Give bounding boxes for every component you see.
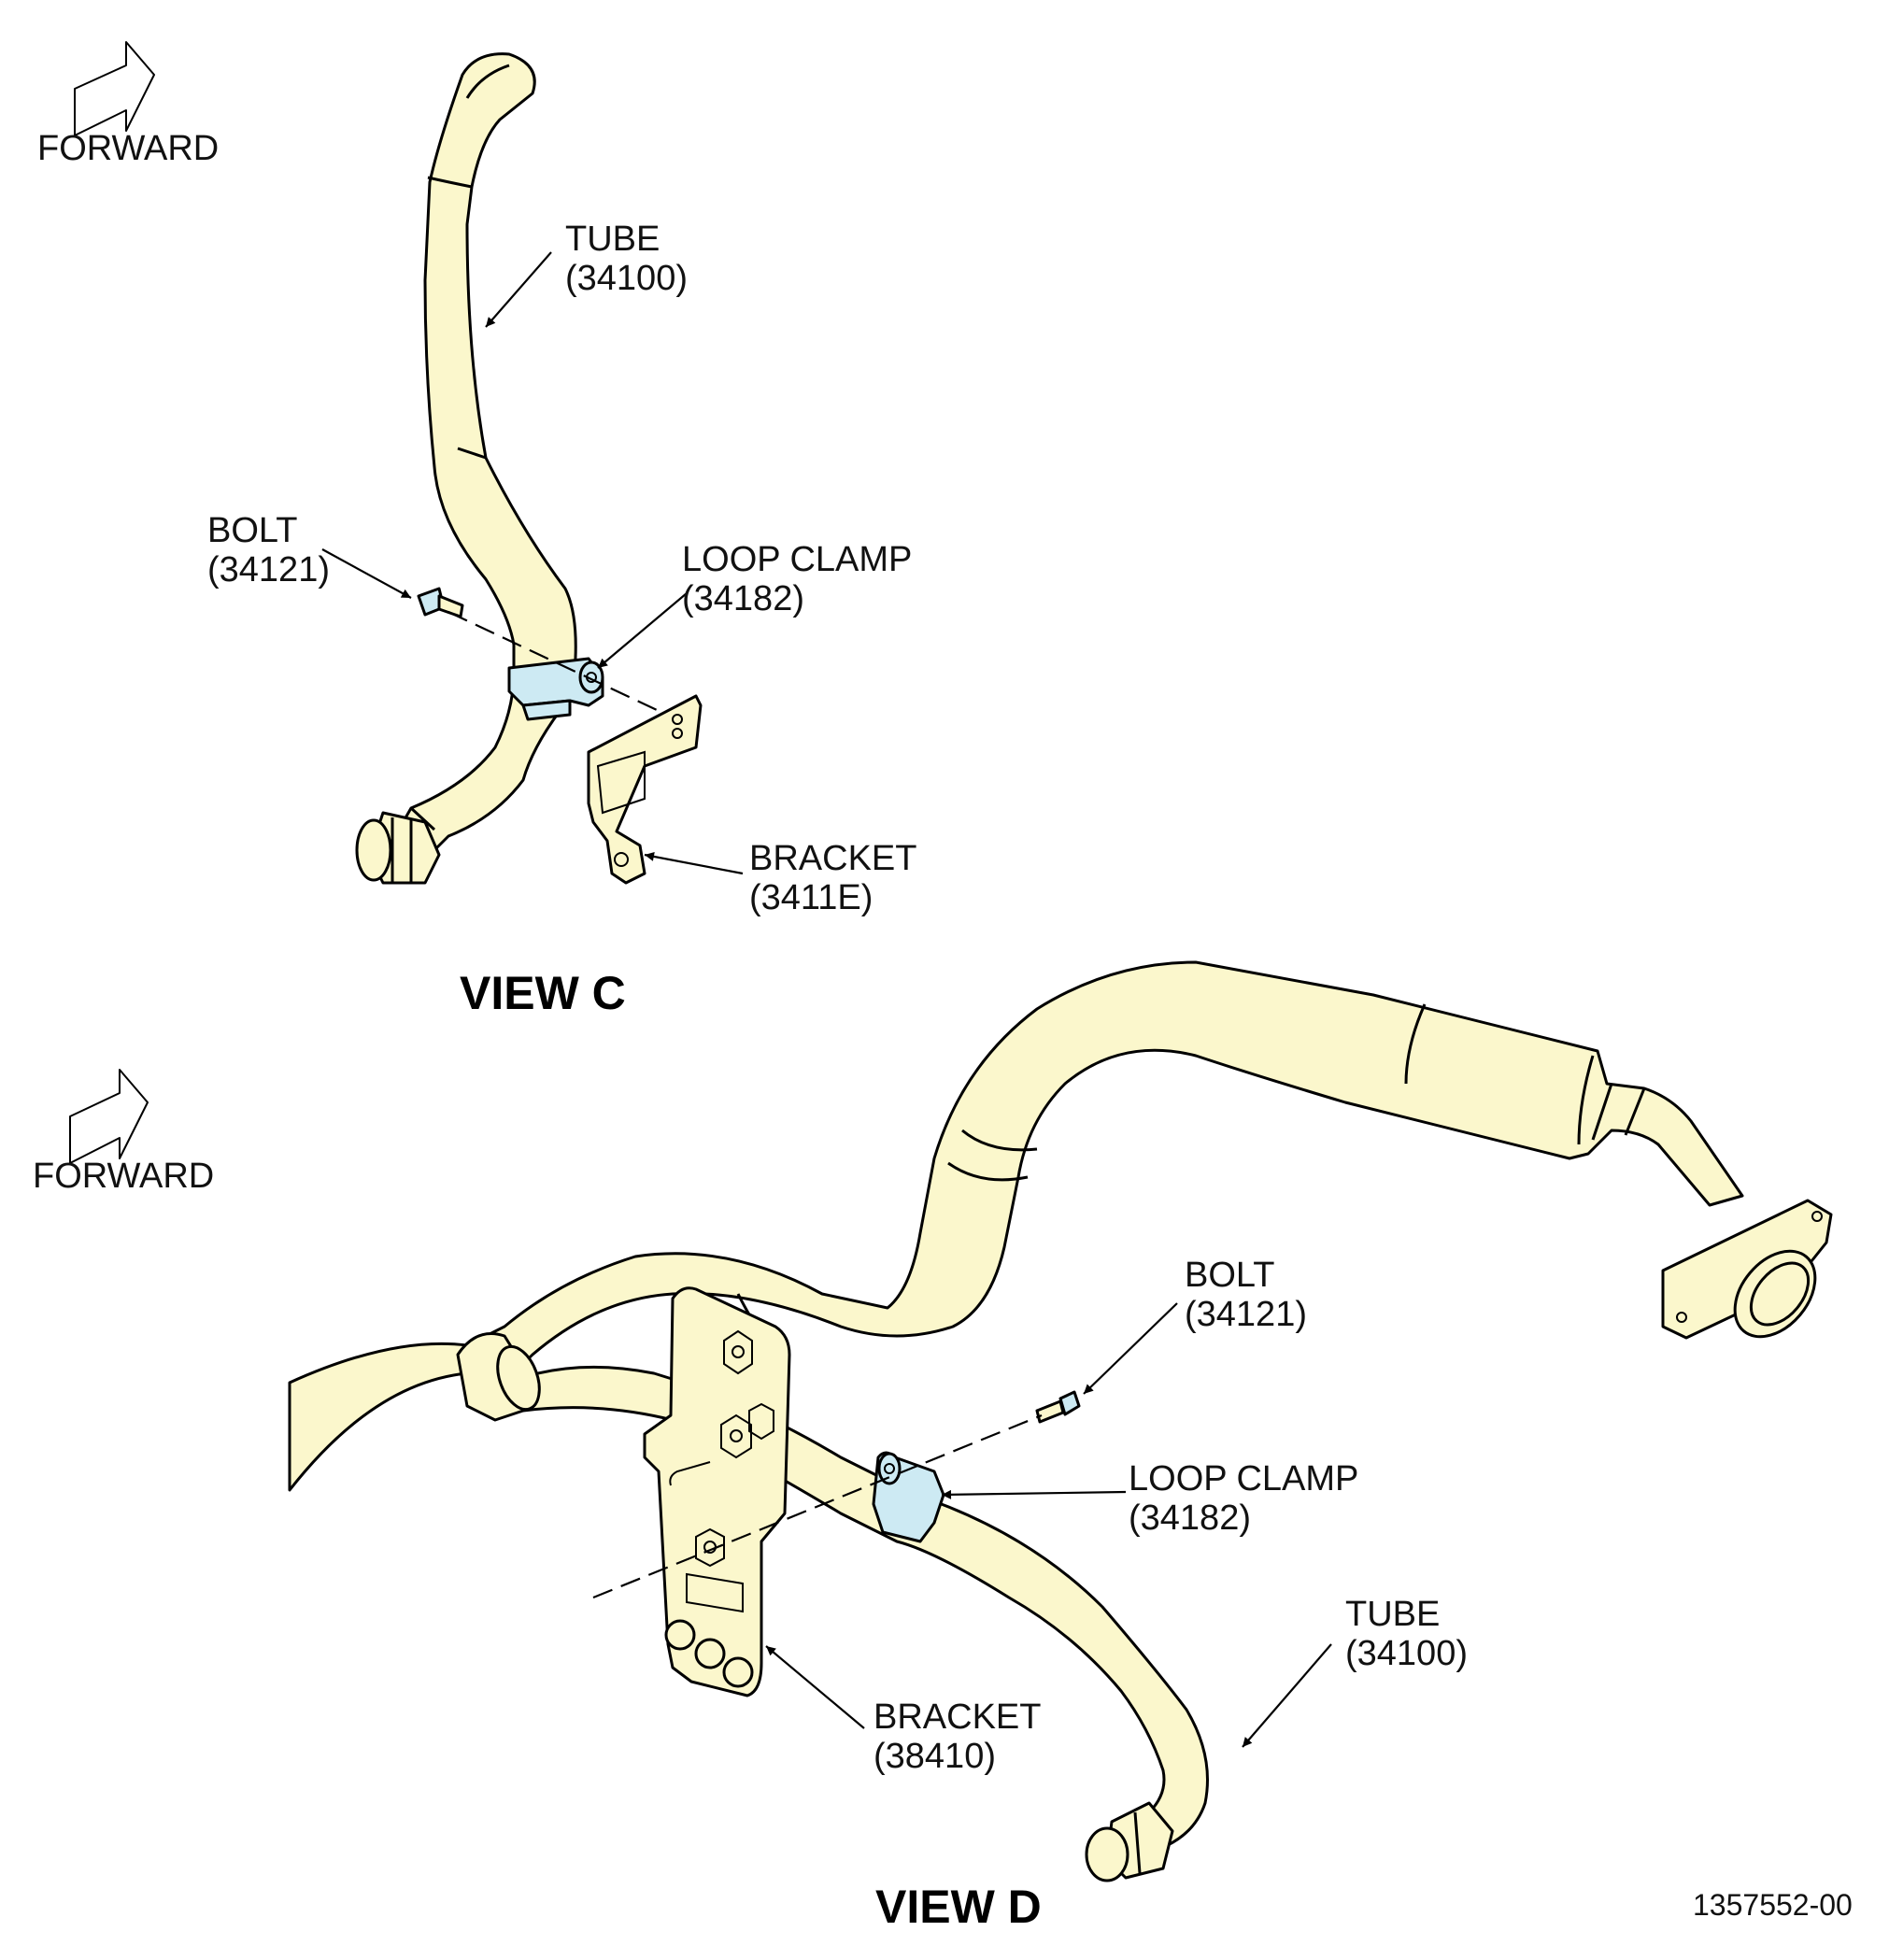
bracket-number-view-d: (38410)	[873, 1737, 996, 1776]
forward-label: FORWARD	[37, 129, 219, 168]
loop-clamp-34182-view-d	[872, 1451, 945, 1543]
tube-number-view-c: (34100)	[565, 259, 688, 298]
view-c: FORWARD	[37, 41, 916, 1019]
bolt-34121-view-d	[1035, 1390, 1081, 1424]
tube-flange-view-d	[1661, 1199, 1833, 1340]
bracket-label-view-c: BRACKET	[749, 839, 916, 878]
bolt-number-view-c: (34121)	[207, 550, 330, 589]
tube-label-view-c: TUBE	[565, 220, 660, 259]
loop-clamp-label-view-c: LOOP CLAMP	[682, 540, 912, 579]
bolt-label-view-d: BOLT	[1185, 1256, 1274, 1295]
loop-clamp-label-view-d: LOOP CLAMP	[1129, 1459, 1358, 1498]
bracket-number-view-c: (3411E)	[749, 878, 873, 917]
tube-large-view-d	[288, 960, 1744, 1492]
tube-label-view-d: TUBE	[1345, 1595, 1440, 1634]
tube-34100-view-c	[355, 52, 577, 885]
view-d-title: VIEW D	[875, 1881, 1042, 1933]
view-c-title: VIEW C	[460, 967, 626, 1019]
forward-arrow-icon	[69, 1069, 149, 1164]
bracket-3411e-view-c	[587, 694, 703, 885]
view-d: FORWARD	[33, 960, 1833, 1933]
forward-label: FORWARD	[33, 1157, 214, 1196]
forward-arrow-icon	[74, 41, 155, 136]
tube-number-view-d: (34100)	[1345, 1634, 1468, 1673]
bracket-label-view-d: BRACKET	[873, 1697, 1041, 1737]
bolt-label-view-c: BOLT	[207, 511, 297, 550]
loop-clamp-34182-view-c	[507, 657, 604, 721]
bracket-38410-view-d	[643, 1286, 791, 1697]
bolt-number-view-d: (34121)	[1185, 1295, 1307, 1334]
tube-34100-view-d	[456, 1332, 1209, 1882]
bolt-34121-view-c	[417, 587, 464, 618]
figure-number: 1357552-00	[1693, 1888, 1853, 1922]
loop-clamp-number-view-c: (34182)	[682, 579, 804, 618]
loop-clamp-number-view-d: (34182)	[1129, 1498, 1251, 1538]
